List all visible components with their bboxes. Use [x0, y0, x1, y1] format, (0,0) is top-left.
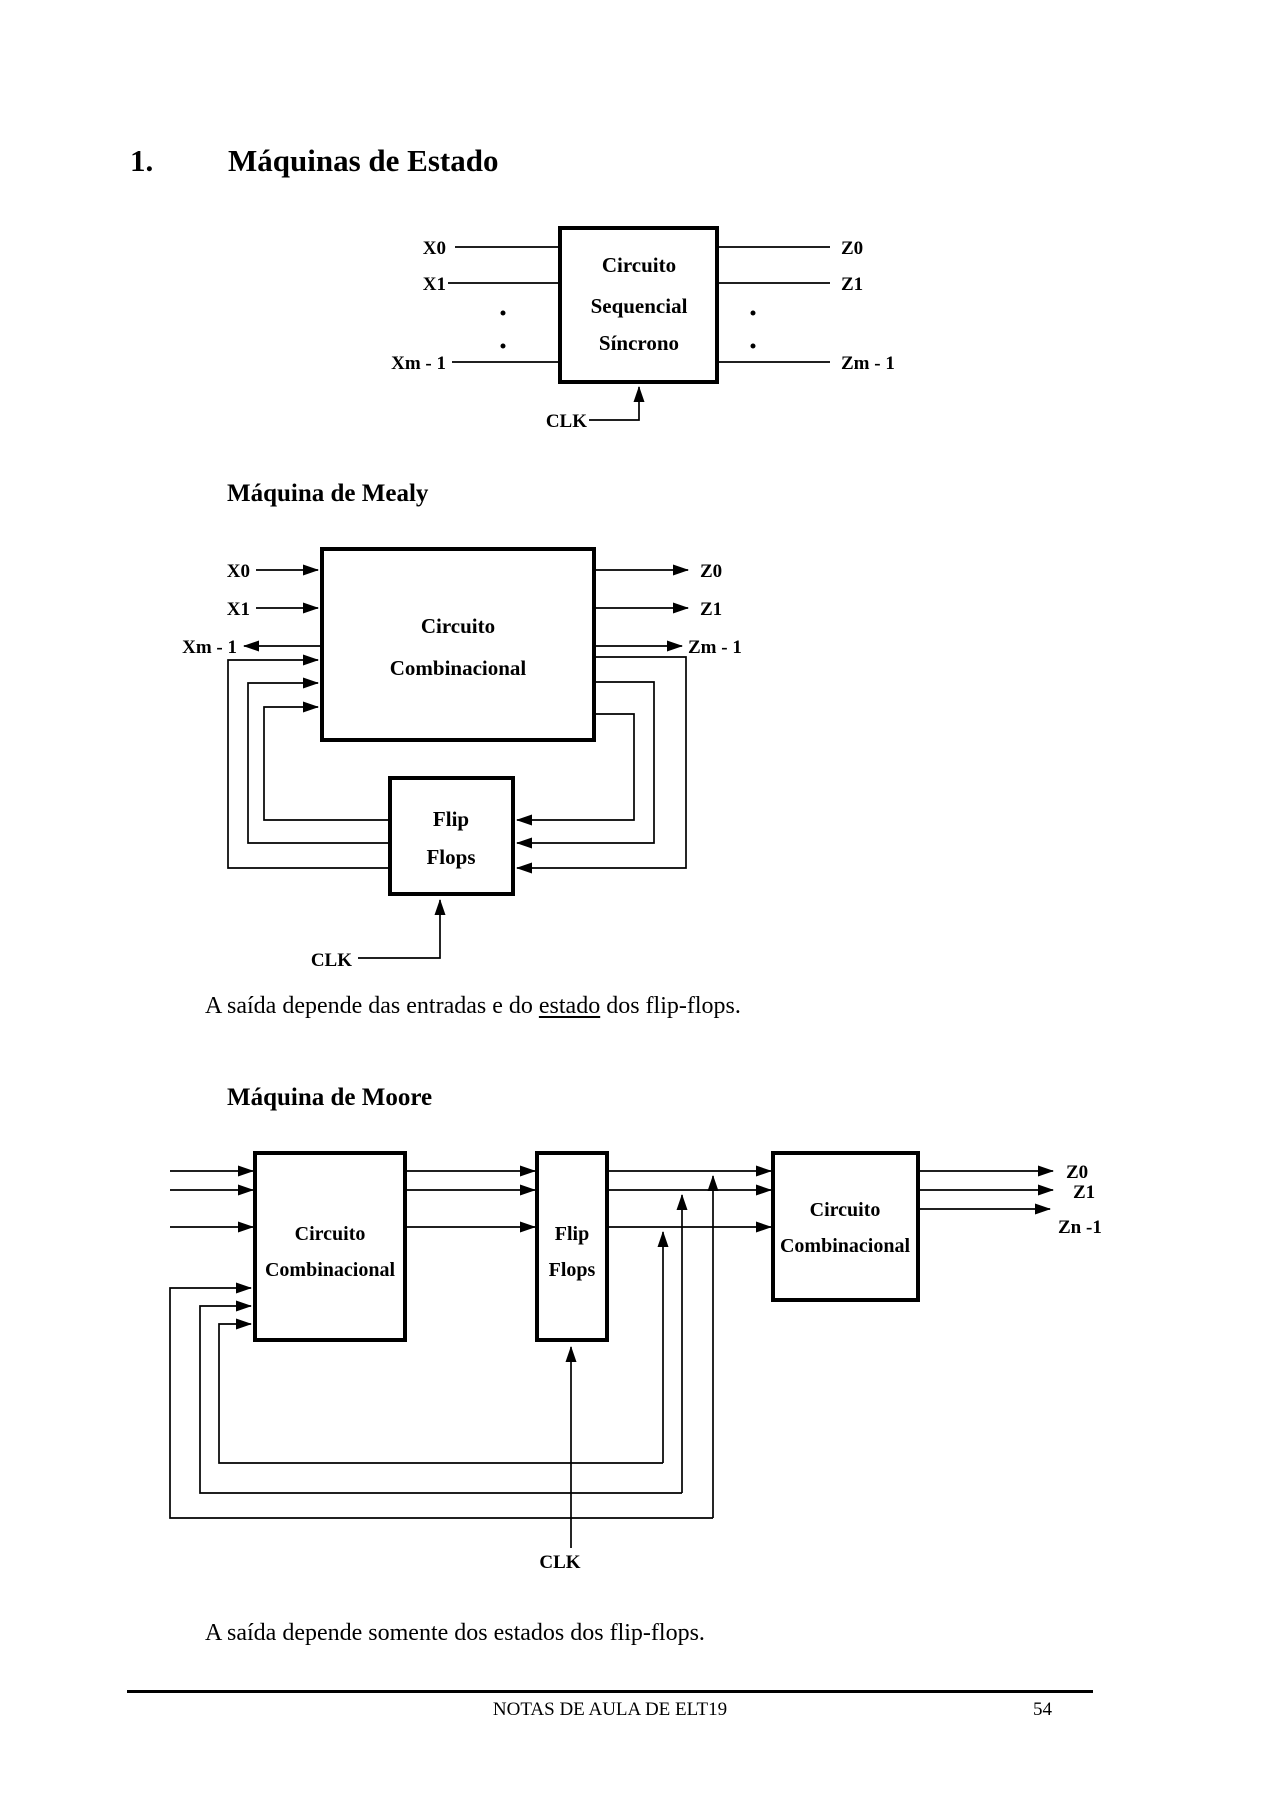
diagram-sync-sequential: Circuito Sequencial Síncrono X0 X1 Xm - … [391, 226, 895, 432]
moore-ff-line2: Flops [549, 1259, 596, 1281]
sync-box-line2: Sequencial [591, 294, 688, 318]
moore-clk-label: CLK [539, 1552, 580, 1573]
paragraph-mealy: A saída depende das entradas e do estado… [205, 993, 741, 1020]
mealy-output-z1: Z1 [700, 599, 722, 620]
paragraph-mealy-underlined: estado [538, 993, 601, 1019]
sync-box-line1: Circuito [602, 253, 676, 277]
sync-output-z0: Z0 [841, 238, 863, 259]
mealy-ff-line1: Flip [433, 807, 469, 831]
moore-comb-left-line2: Combinacional [265, 1259, 395, 1281]
moore-comb-left-line1: Circuito [295, 1223, 366, 1245]
mealy-input-x0: X0 [227, 561, 250, 582]
sync-output-zm1: Zm - 1 [841, 353, 895, 374]
section-number: 1. [130, 143, 154, 178]
sync-output-z1: Z1 [841, 274, 863, 295]
ellipsis-dots [500, 310, 756, 349]
heading-moore: Máquina de Moore [227, 1084, 433, 1111]
mealy-input-xm1: Xm - 1 [182, 637, 237, 658]
footer-text: NOTAS DE AULA DE ELT19 [492, 1699, 728, 1720]
heading-mealy: Máquina de Mealy [227, 480, 429, 507]
mealy-output-zm1: Zm - 1 [688, 637, 742, 658]
mealy-comb-line1: Circuito [421, 614, 495, 638]
page-title: Máquinas de Estado [228, 143, 499, 178]
sync-input-x1: X1 [423, 274, 446, 295]
mealy-input-x1: X1 [227, 599, 250, 620]
diagram-mealy: Circuito Combinacional Flip Flops X0 X1 … [182, 547, 742, 971]
mealy-wires [227, 564, 689, 959]
sync-clk-label: CLK [546, 411, 587, 432]
moore-ff-line1: Flip [555, 1223, 589, 1245]
footer-rule [127, 1690, 1093, 1693]
sync-circuit-box [558, 226, 719, 384]
mealy-clk-label: CLK [311, 950, 352, 971]
sync-input-x0: X0 [423, 238, 446, 259]
moore-comb-right-line2: Combinacional [780, 1235, 910, 1257]
moore-flipflop-box [535, 1151, 609, 1342]
mealy-output-z0: Z0 [700, 561, 722, 582]
moore-wires [169, 1165, 1054, 1548]
sync-signal-wires [448, 246, 830, 421]
mealy-combinational-box [320, 547, 596, 742]
moore-combinational-box-left [253, 1151, 407, 1342]
moore-combinational-box-right [771, 1151, 920, 1302]
paragraph-moore: A saída depende somente dos estados dos … [205, 1620, 705, 1646]
moore-output-z0: Z0 [1066, 1162, 1088, 1183]
mealy-flipflop-box [388, 776, 515, 896]
mealy-ff-line2: Flops [426, 845, 475, 869]
moore-output-z1: Z1 [1073, 1182, 1095, 1203]
sync-box-line3: Síncrono [599, 331, 679, 355]
moore-output-zn1: Zn -1 [1058, 1217, 1102, 1238]
moore-comb-right-line1: Circuito [810, 1199, 881, 1221]
page-number: 54 [1033, 1699, 1052, 1720]
paragraph-mealy-before: A saída depende das entradas e do [205, 993, 539, 1019]
paragraph-mealy-after: dos flip-flops. [600, 993, 741, 1019]
sync-input-xm1: Xm - 1 [391, 353, 446, 374]
diagram-moore: Circuito Combinacional Flip Flops Circui… [169, 1151, 1102, 1573]
mealy-comb-line2: Combinacional [390, 656, 527, 680]
